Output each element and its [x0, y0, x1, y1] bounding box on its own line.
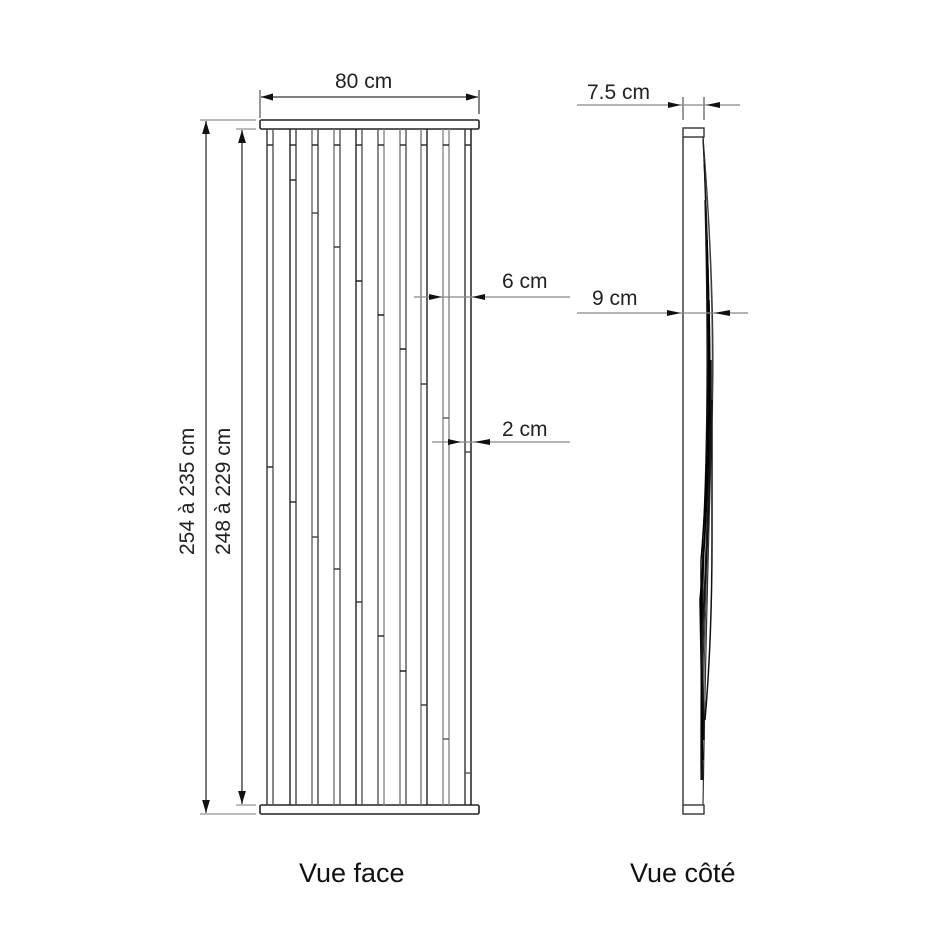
bar — [442, 129, 450, 805]
outer-height-dimension — [200, 119, 256, 815]
max-depth-label: 9 cm — [592, 287, 638, 310]
bar — [311, 129, 319, 805]
top-rail — [259, 119, 480, 130]
max-depth-dimension — [577, 310, 748, 316]
side-view-drawing — [577, 97, 748, 815]
bar — [289, 129, 297, 805]
side-view-caption: Vue côté — [630, 858, 736, 888]
spacing-dimension — [414, 294, 570, 300]
bottom-rail — [259, 804, 480, 815]
side-bottom-cap — [682, 804, 705, 815]
width-label: 80 cm — [335, 70, 393, 93]
bar — [266, 129, 274, 805]
bar-width-label: 2 cm — [502, 418, 548, 441]
front-view-drawing — [200, 90, 570, 815]
top-depth-dimension — [577, 97, 740, 120]
bar — [333, 129, 341, 805]
bar — [355, 129, 363, 805]
front-view-caption: Vue face — [299, 858, 405, 888]
outer-height-label: 254 à 235 cm — [176, 427, 199, 555]
curved-bars — [699, 136, 714, 806]
bar — [377, 129, 385, 805]
spacing-label: 6 cm — [502, 270, 548, 293]
side-top-cap — [682, 127, 705, 138]
bar — [420, 129, 428, 805]
width-dimension — [259, 90, 480, 118]
inner-height-label: 248 à 229 cm — [212, 427, 235, 555]
inner-height-dimension — [236, 128, 256, 806]
bar — [399, 129, 407, 805]
vertical-bars — [266, 129, 472, 805]
bar-width-dimension — [432, 439, 570, 445]
bar — [464, 129, 472, 805]
top-depth-label: 7.5 cm — [587, 81, 651, 104]
